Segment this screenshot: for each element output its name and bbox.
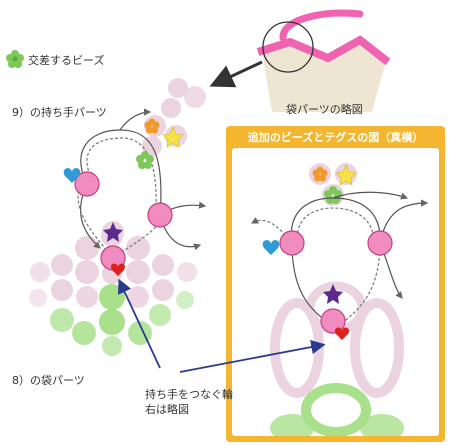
- handle-part-label: 9）の持ち手パーツ: [12, 106, 107, 119]
- green-flower-icon: [136, 151, 154, 169]
- panel-title: 追加のビーズとテグスの図（真横）: [247, 131, 424, 144]
- ring-note-line2: 右は略図: [145, 403, 189, 416]
- purple-star-icon: [103, 222, 123, 242]
- cross-bead-legend-icon: [6, 50, 24, 68]
- flower-orange-icon: [144, 118, 160, 134]
- bag-sketch: [209, 9, 391, 112]
- red-heart-icon: [110, 263, 126, 276]
- side-view-diagram: [250, 163, 429, 436]
- panel-body: [232, 148, 439, 436]
- ring-note-line1: 持ち手をつなぐ輪: [145, 388, 233, 401]
- yellow-star-icon: [162, 126, 184, 148]
- bag-sketch-label: 袋パーツの略図: [286, 103, 363, 116]
- handle-top-beads: [142, 78, 206, 156]
- cross-bead-label: 交差するビーズ: [28, 54, 105, 67]
- bag-part-label: 8）の袋パーツ: [12, 374, 85, 387]
- handle-part-beads: [74, 171, 173, 271]
- bag-part-beads: [29, 225, 197, 356]
- zoom-arrow: [209, 60, 263, 88]
- zoom-circle: [262, 21, 314, 73]
- side-view-panel: 追加のビーズとテグスの図（真横）: [226, 126, 445, 442]
- ring-pointer-left: [118, 278, 161, 369]
- blue-heart-icon: [63, 168, 81, 183]
